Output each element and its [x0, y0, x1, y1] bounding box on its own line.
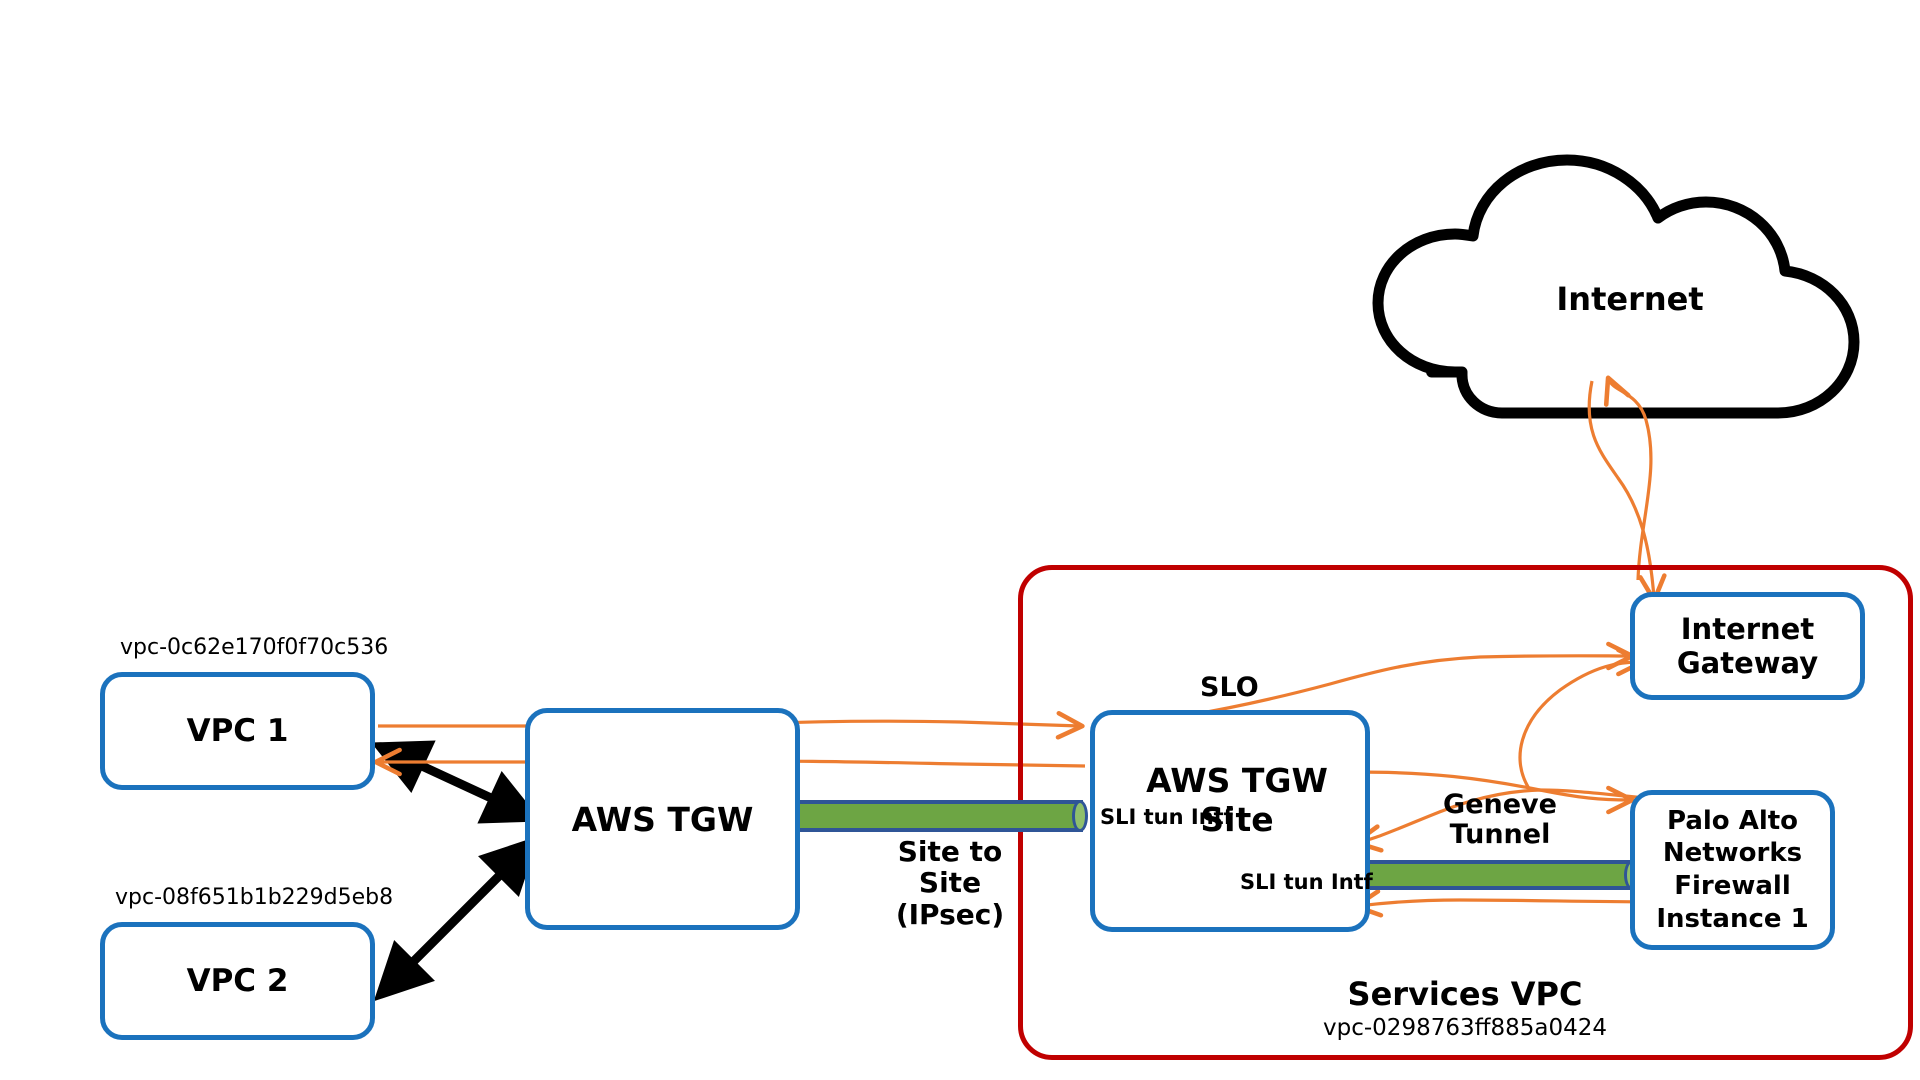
geneve-tunnel: [1363, 860, 1633, 890]
vpc1-box[interactable]: VPC 1: [100, 672, 375, 790]
sli-lower-interface-label: SLI tun Intf: [1240, 870, 1373, 894]
geneve-tunnel-label: Geneve Tunnel: [1400, 789, 1600, 851]
firewall-label-line4: Instance 1: [1656, 903, 1809, 934]
flow-igw-to-internet: [1603, 375, 1653, 581]
firewall-label-line3: Firewall: [1674, 871, 1791, 901]
internet-label: Internet: [1556, 280, 1704, 318]
aws-tgw-site-label: AWS TGW Site: [1146, 761, 1328, 839]
aws-tgw-box[interactable]: AWS TGW: [525, 708, 800, 930]
site-to-site-tunnel-cap: [1072, 800, 1088, 832]
site-to-site-tunnel-label: Site to Site (IPsec): [855, 836, 1045, 930]
vpc2-id-caption: vpc-08f651b1b229d5eb8: [115, 885, 394, 910]
internet-gateway-box[interactable]: Internet Gateway: [1630, 592, 1865, 700]
aws-tgw-label: AWS TGW: [571, 799, 754, 839]
site-to-site-tunnel: [798, 800, 1083, 832]
services-vpc-title: Services VPC vpc-0298763ff885a0424: [1230, 975, 1700, 1041]
geneve-line2: Tunnel: [1449, 819, 1551, 851]
s2s-line3: (IPsec): [895, 897, 1005, 931]
sli-upper-interface-label: SLI tun Intf: [1100, 805, 1233, 829]
vpc2-label: VPC 2: [186, 963, 289, 999]
attachment-vpc1-tgw: [371, 740, 542, 824]
vpc1-label: VPC 1: [186, 713, 289, 749]
palo-alto-firewall-box[interactable]: Palo Alto Networks Firewall Instance 1: [1630, 790, 1835, 950]
attachment-vpc2-tgw: [373, 835, 540, 1002]
geneve-line1: Geneve: [1443, 789, 1557, 820]
services-vpc-id: vpc-0298763ff885a0424: [1323, 1015, 1607, 1041]
igw-label-line2: Gateway: [1676, 646, 1819, 680]
slo-interface-label: SLO: [1200, 672, 1259, 703]
vpc1-id-caption: vpc-0c62e170f0f70c536: [120, 635, 389, 660]
firewall-label-line1: Palo Alto: [1666, 805, 1799, 836]
s2s-line2: Site: [918, 866, 982, 900]
igw-label-line1: Internet: [1680, 611, 1815, 646]
services-vpc-name: Services VPC: [1347, 975, 1583, 1013]
vpc2-box[interactable]: VPC 2: [100, 922, 375, 1040]
s2s-line1: Site to: [897, 835, 1003, 868]
firewall-label-line2: Networks: [1662, 838, 1803, 869]
